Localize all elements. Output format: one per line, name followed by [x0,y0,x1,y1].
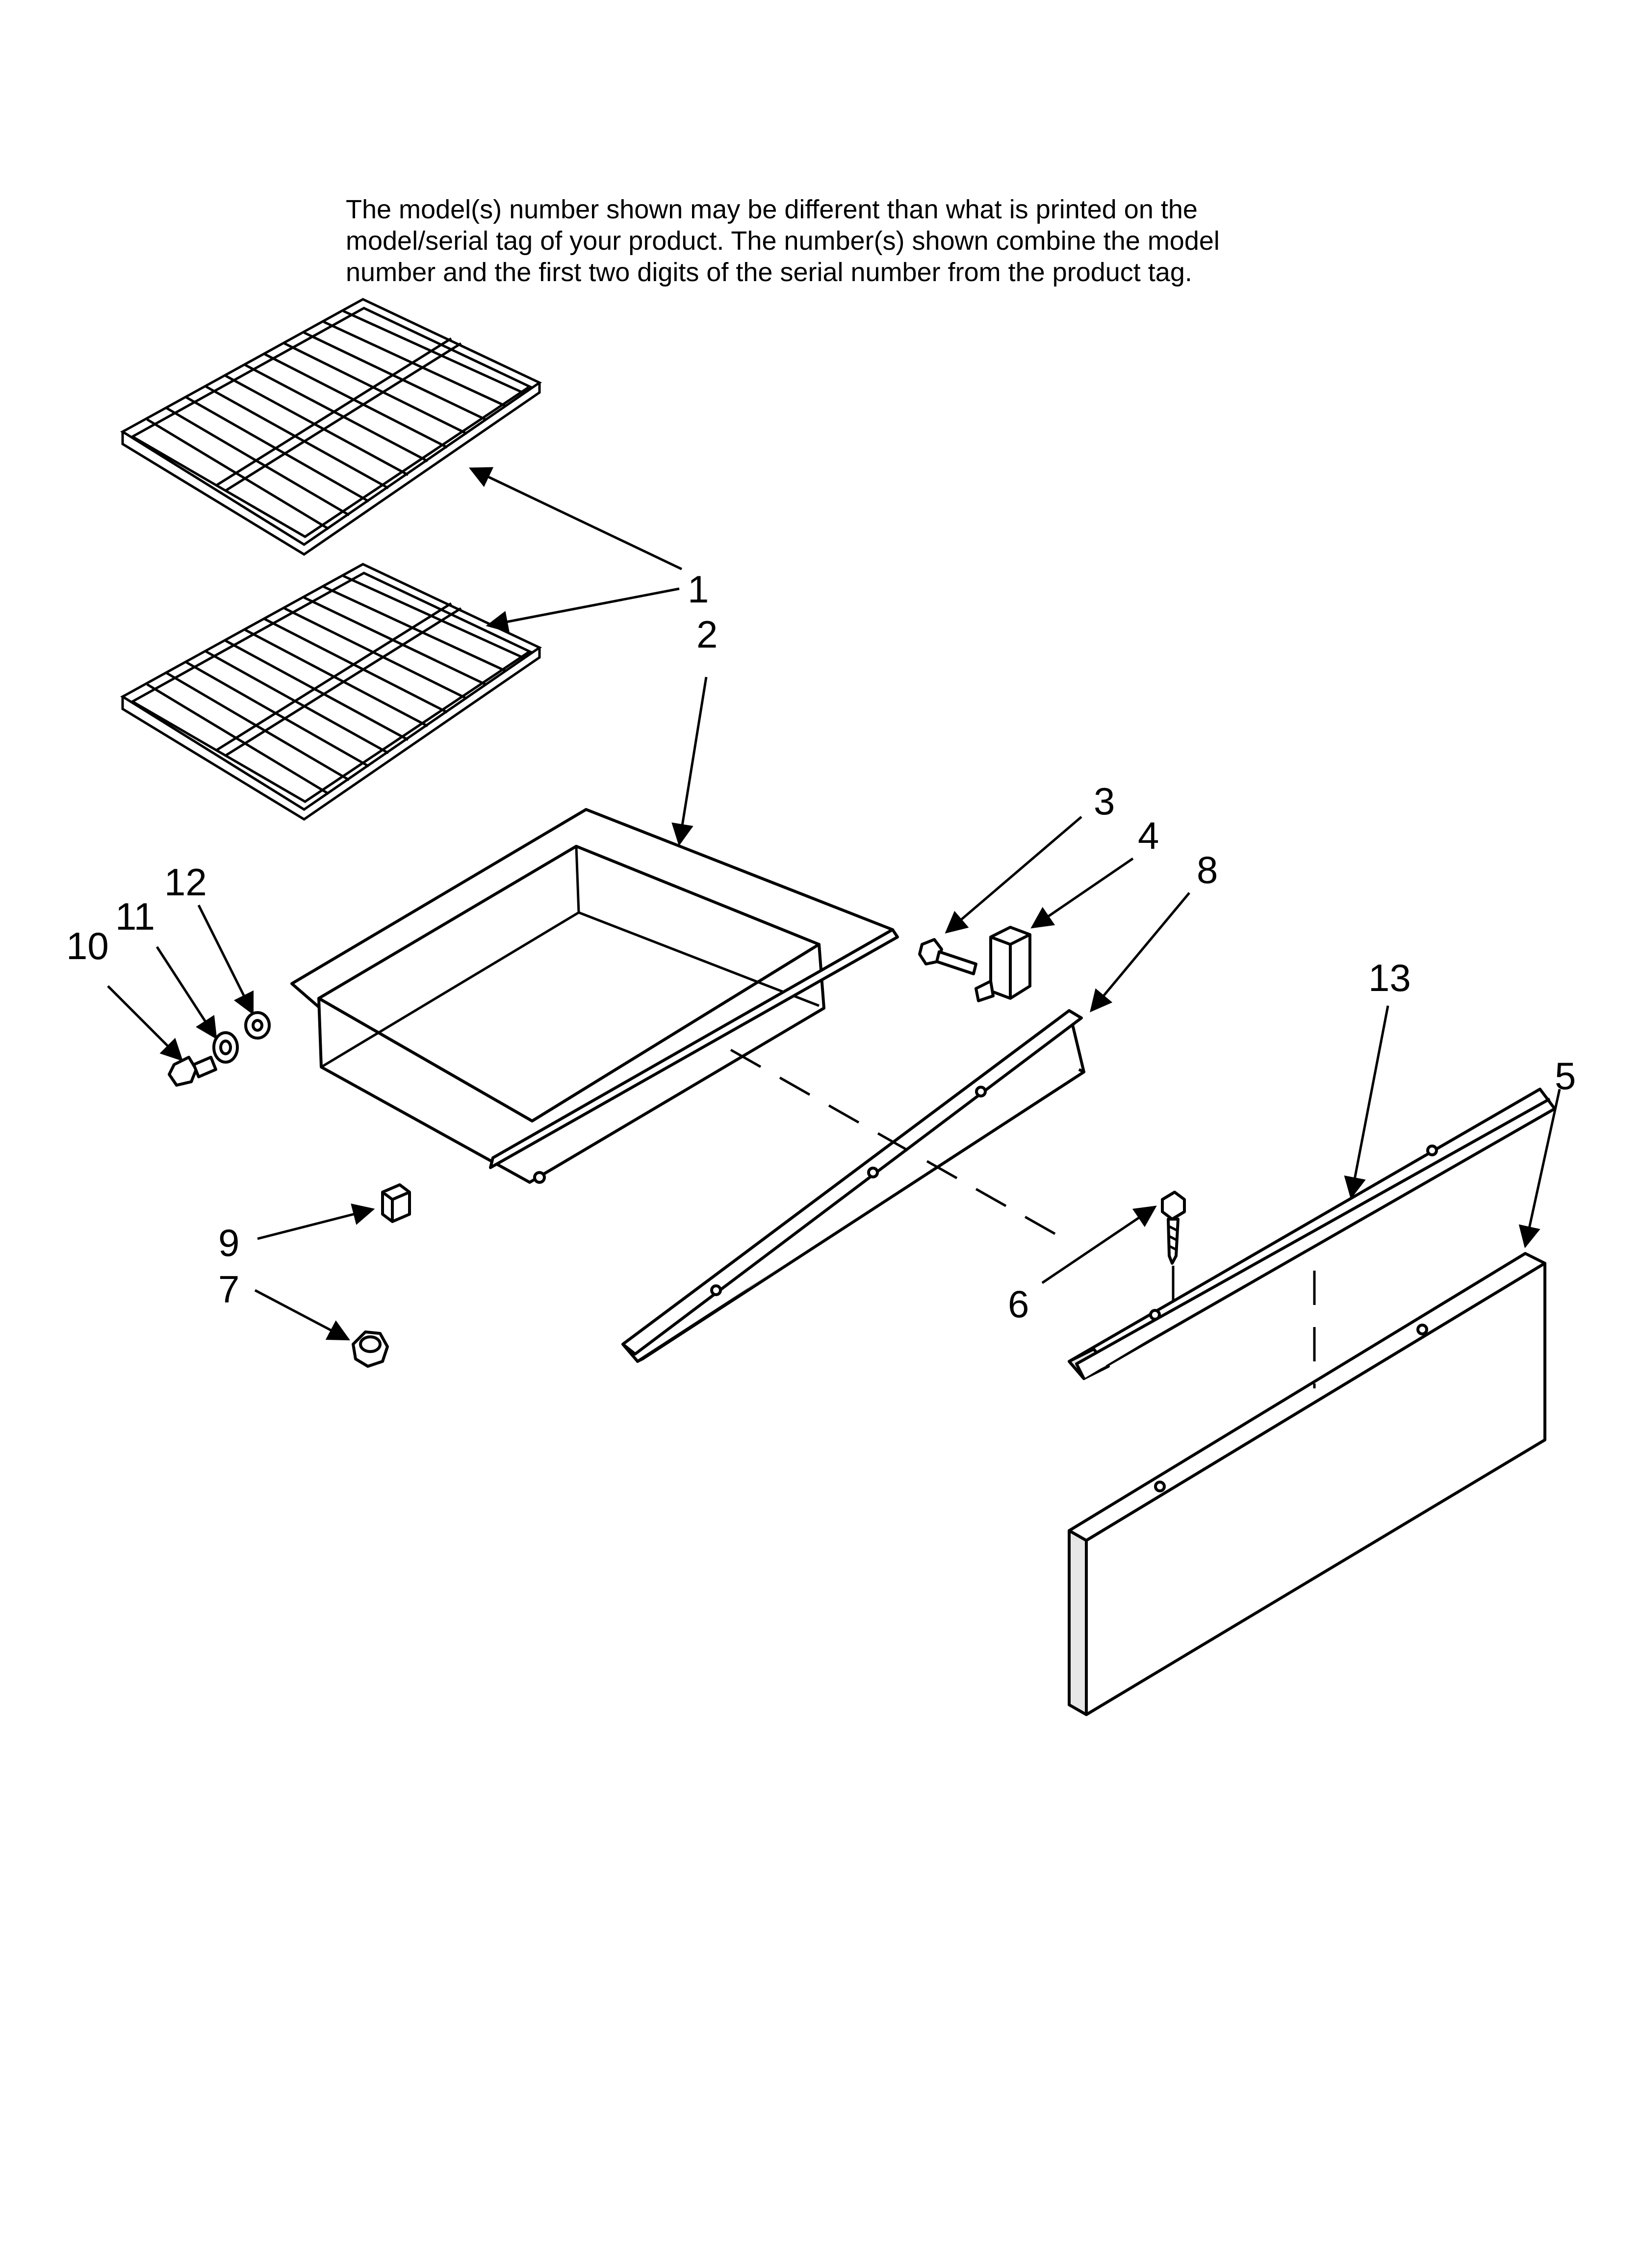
callout-6: 6 [1008,1282,1029,1326]
callout-7: 7 [218,1268,239,1311]
disclaimer-line-2: model/serial tag of your product. The nu… [346,226,1220,256]
callout-9: 9 [218,1221,239,1264]
callout-2: 2 [696,613,718,656]
callout-12: 12 [164,860,207,904]
drawer-front-support [1068,1088,1556,1380]
oven-rack-upper [120,298,542,556]
callout-11: 11 [115,895,155,938]
callout-1: 1 [688,568,709,611]
callout-10: 10 [66,924,109,967]
disclaimer-line-1: The model(s) number shown may be differe… [346,195,1198,224]
bracket-4 [975,926,1031,1002]
alignment-line-pan-to-rail [730,1048,1060,1238]
drawer-slide-rail [621,1009,1085,1363]
callout-8: 8 [1197,848,1218,891]
disclaimer-text: The model(s) number shown may be differe… [346,194,1351,288]
callout-4: 4 [1138,814,1159,857]
disclaimer-line-3: number and the first two digits of the s… [346,258,1192,287]
nut-12 [244,1011,271,1040]
callout-5: 5 [1555,1054,1576,1097]
screw-10 [168,1056,217,1087]
drawer-front-panel [1068,1252,1546,1716]
drawer-pan [290,808,899,1184]
leader-lines [107,467,1561,1341]
clip-9 [381,1183,411,1223]
washer-11 [212,1031,239,1064]
callout-13: 13 [1368,956,1411,999]
callout-3: 3 [1094,780,1115,823]
nut-7 [352,1330,389,1368]
oven-rack-lower [120,563,542,821]
screw-3 [918,938,977,975]
screw-6 [1161,1191,1186,1265]
